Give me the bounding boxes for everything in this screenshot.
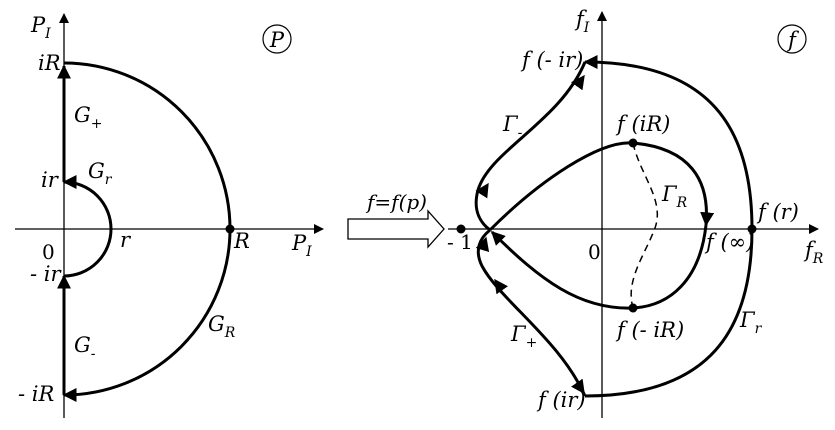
label-gamma-r: Γr [739, 308, 763, 337]
gamma-minus-path [474, 61, 587, 232]
label-iR: iR [38, 51, 61, 75]
point-f-minus-iR [628, 303, 638, 313]
gamma-minus-arrow-1 [571, 74, 585, 91]
right-plane: f fI fR 0 - 1 f (- ir) f (iR) f (r) f (∞… [447, 7, 824, 418]
right-plane-badge-text: f [786, 28, 799, 52]
label-gamma-R: ΓR [661, 182, 688, 211]
gamma-R-lower [490, 224, 708, 310]
point-R [225, 224, 235, 234]
right-y-axis-label: fI [574, 7, 590, 36]
left-plane: P PI PI 0 iR ir - ir - iR r R G+ Gr G- G… [15, 13, 324, 418]
label-G-R: GR [208, 312, 236, 341]
gamma-plus-path [476, 228, 587, 397]
label-G-r: Gr [88, 159, 113, 188]
left-y-axis-label: PI [30, 13, 51, 42]
right-origin-label: 0 [588, 240, 601, 264]
label-f-r: f (r) [756, 200, 799, 224]
label-f-ir: f (ir) [536, 388, 586, 412]
point-f-r [747, 224, 757, 234]
mapping-label: f=f(p) [365, 190, 427, 214]
point-f-iR [628, 138, 638, 148]
label-gamma-plus: Γ+ [510, 322, 537, 351]
label-minus-one: - 1 [447, 230, 473, 254]
dashed-connector [630, 142, 658, 309]
label-f-minus-ir: f (- ir) [520, 48, 583, 72]
right-plane-badge [777, 24, 807, 54]
label-minus-iR: - iR [18, 382, 54, 406]
label-f-iR: f (iR) [615, 112, 670, 136]
g-r-path [62, 175, 113, 278]
right-x-axis-label: fR [803, 238, 824, 267]
mapping-arrow: f=f(p) [347, 190, 445, 249]
label-R: R [233, 229, 250, 253]
label-G-plus: G+ [74, 103, 103, 132]
left-plane-badge [262, 24, 292, 54]
left-x-axis-label: PI [291, 231, 312, 260]
label-f-minus-iR: f (- iR) [615, 318, 684, 342]
label-ir: ir [41, 168, 60, 192]
label-G-minus: G- [74, 333, 96, 362]
left-origin-label: 0 [42, 240, 55, 264]
label-r: r [120, 228, 132, 252]
left-plane-badge-text: P [269, 28, 285, 52]
label-minus-ir: - ir [30, 262, 62, 286]
label-f-inf: f (∞) [704, 230, 754, 254]
label-gamma-minus: Γ- [502, 112, 523, 141]
hollow-arrow [347, 209, 445, 249]
point-minus-one [456, 224, 466, 234]
